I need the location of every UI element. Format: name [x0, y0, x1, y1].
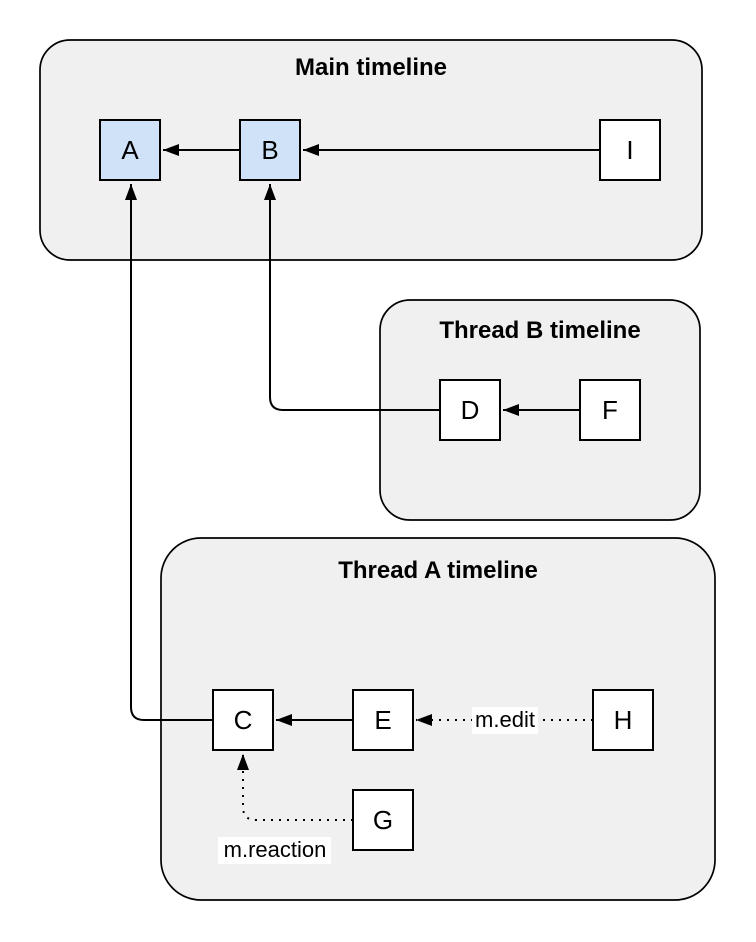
node-label-C: C — [234, 705, 253, 735]
node-box-G — [352, 789, 414, 851]
timeline-container-thread-a-timeline: Thread A timeline — [160, 537, 716, 901]
node-label-I: I — [626, 135, 633, 165]
event-node-I: I — [599, 119, 661, 181]
node-label-F: F — [602, 395, 618, 425]
node-label-E: E — [374, 705, 391, 735]
node-label-G: G — [373, 805, 393, 835]
event-node-H: H — [592, 689, 654, 751]
edge-D-to-B — [264, 184, 440, 411]
edge-label-G-C: m.reaction — [224, 837, 327, 862]
node-label-A: A — [121, 135, 139, 165]
event-node-D: D — [439, 379, 501, 441]
event-node-A: A — [99, 119, 161, 181]
node-box-B — [239, 119, 301, 181]
edge-label-H-E: m.edit — [475, 707, 535, 732]
container-title-thread-a-timeline: Thread A timeline — [338, 557, 538, 584]
node-box-A — [99, 119, 161, 181]
edge-G-to-C: m.reaction — [218, 754, 353, 864]
node-label-D: D — [461, 395, 480, 425]
node-label-B: B — [261, 135, 278, 165]
edge-label-bg-G-C — [218, 837, 331, 864]
node-box-E — [352, 689, 414, 751]
node-box-I — [599, 119, 661, 181]
event-node-F: F — [579, 379, 641, 441]
event-node-E: E — [352, 689, 414, 751]
node-box-C — [212, 689, 274, 751]
edge-line-D-B — [264, 184, 440, 411]
edge-C-to-A — [125, 184, 213, 721]
node-box-D — [439, 379, 501, 441]
event-node-B: B — [239, 119, 301, 181]
event-node-C: C — [212, 689, 274, 751]
edge-label-bg-H-E — [472, 707, 538, 734]
event-node-G: G — [352, 789, 414, 851]
container-title-thread-b-timeline: Thread B timeline — [439, 317, 640, 344]
node-box-H — [592, 689, 654, 751]
container-title-main-timeline: Main timeline — [295, 54, 447, 81]
edge-line-C-A — [125, 184, 213, 721]
edge-H-to-E: m.edit — [416, 707, 593, 734]
edge-line-G-C — [237, 754, 353, 821]
node-box-F — [579, 379, 641, 441]
node-label-H: H — [614, 705, 633, 735]
